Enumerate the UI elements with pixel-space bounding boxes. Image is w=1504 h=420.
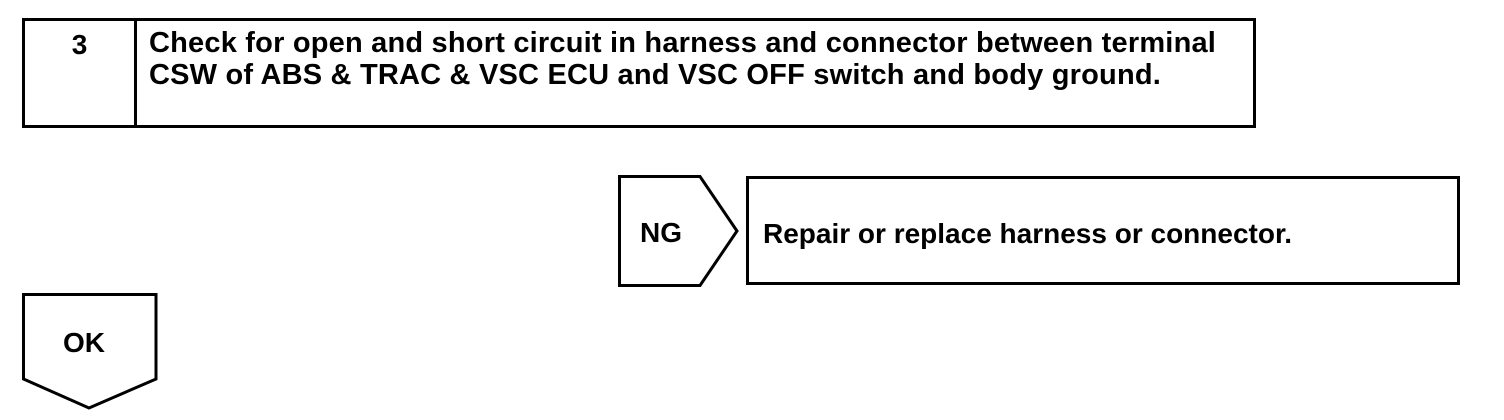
ng-action-text: Repair or replace harness or connector. xyxy=(763,218,1293,249)
ng-action-box: Repair or replace harness or connector. xyxy=(746,176,1460,285)
step-description-line-2: CSW of ABS & TRAC & VSC ECU and VSC OFF … xyxy=(149,59,1162,91)
ok-label: OK xyxy=(63,327,105,358)
ng-arrow: NG xyxy=(618,175,742,287)
step-description: Check for open and short circuit in harn… xyxy=(137,21,1253,125)
ng-label: NG xyxy=(640,217,682,248)
step-description-line-1: Check for open and short circuit in harn… xyxy=(149,27,1217,59)
ok-arrow: OK xyxy=(22,293,160,411)
step-number: 3 xyxy=(25,21,137,125)
ng-arrow-shape xyxy=(618,175,739,287)
step-box: 3 Check for open and short circuit in ha… xyxy=(22,18,1256,128)
ok-arrow-shape xyxy=(22,293,158,410)
